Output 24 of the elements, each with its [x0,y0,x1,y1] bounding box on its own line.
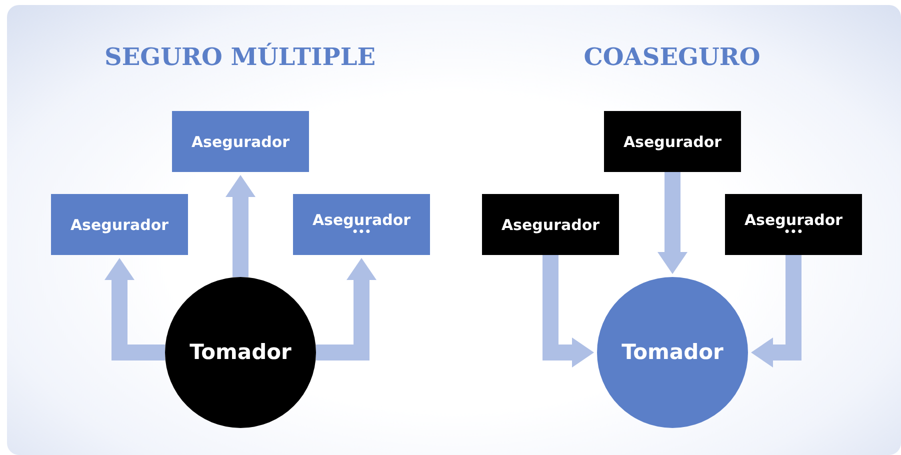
node-label: Asegurador [501,216,600,234]
section-title: SEGURO MÚLTIPLE [104,42,376,71]
node-label: Asegurador [744,211,843,229]
process-box [293,194,430,255]
ellipsis-text: ••• [784,228,804,238]
arrow [104,258,165,360]
arrow [751,255,802,368]
node-label: Asegurador [623,132,722,150]
section-title: COASEGURO [584,42,760,71]
arrow [658,172,688,274]
process-box [51,194,188,255]
node-label: Asegurador [70,216,169,234]
process-box [172,111,309,172]
arrow [226,175,256,277]
ellipsis-text: ••• [352,228,372,238]
node-label: Asegurador [312,211,411,229]
process-box [482,194,619,255]
arrow [542,255,594,368]
process-box [604,111,741,172]
arrow [316,258,376,360]
node-label: Tomador [190,340,292,366]
node-label: Asegurador [191,132,290,150]
process-box [725,194,862,255]
node-label: Tomador [622,340,724,366]
